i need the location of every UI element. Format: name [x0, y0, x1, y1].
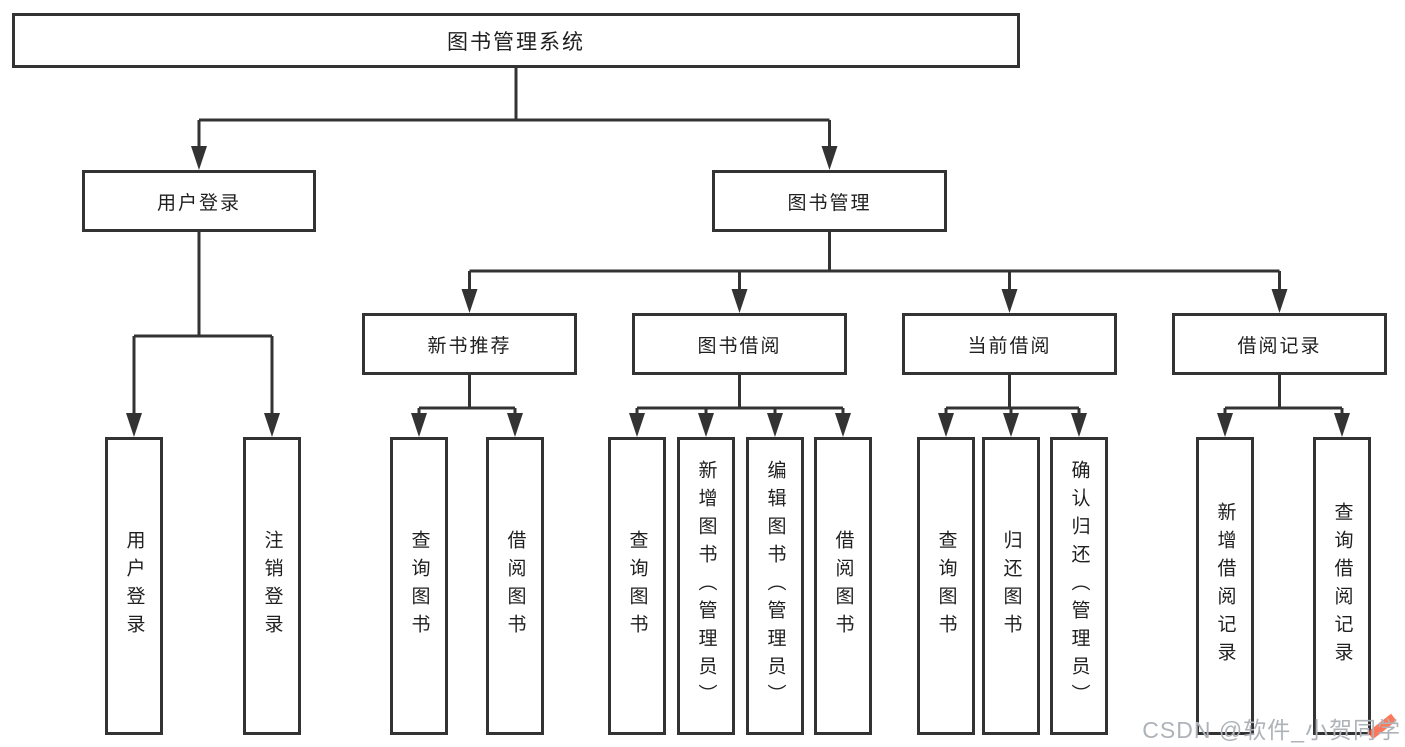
leaf-borrow-books-recommendation: 借阅图书: [486, 437, 544, 735]
arrowhead: [1334, 413, 1350, 437]
node-label: 用户登录: [123, 530, 145, 642]
node-label: 编辑图书（管理员）: [764, 460, 786, 712]
leaf-borrow-books-borrowing: 借阅图书: [814, 437, 872, 735]
node-borrowing-records: 借阅记录: [1172, 313, 1387, 375]
connector-root-to-level2: [191, 68, 838, 170]
node-new-book-recommendation: 新书推荐: [362, 313, 577, 375]
node-label: 借阅记录: [1237, 335, 1322, 357]
leaf-return-book: 归还图书: [982, 437, 1040, 735]
connector-current-borrow-children: [938, 375, 1087, 437]
arrowhead: [731, 289, 748, 313]
arrowhead: [411, 413, 427, 437]
node-label: 查询图书: [408, 530, 430, 642]
leaf-query-books-recommendation: 查询图书: [390, 437, 448, 735]
node-label: 图书管理: [787, 192, 872, 214]
arrowhead: [1001, 289, 1018, 313]
arrowhead: [461, 289, 478, 313]
arrowhead: [507, 413, 523, 437]
node-current-borrowing: 当前借阅: [902, 313, 1117, 375]
csdn-watermark: CSDN @软件_小贺同学: [1142, 717, 1401, 743]
node-label: 新增借阅记录: [1214, 502, 1236, 670]
leaf-query-borrow-record: 查询借阅记录: [1313, 437, 1371, 735]
arrowhead: [767, 413, 783, 437]
node-label: 用户登录: [156, 192, 241, 214]
connector-user-login-children: [126, 232, 280, 437]
node-label: 注销登录: [261, 530, 283, 642]
arrowhead: [191, 146, 207, 170]
arrowhead: [1071, 413, 1087, 437]
node-label: 确认归还（管理员）: [1068, 460, 1090, 712]
leaf-query-books-borrowing: 查询图书: [608, 437, 666, 735]
arrowhead: [126, 413, 142, 437]
node-label: 新增图书（管理员）: [695, 460, 717, 712]
node-label: 查询图书: [935, 530, 957, 642]
node-user-login: 用户登录: [82, 170, 316, 232]
arrowhead: [264, 413, 280, 437]
arrowhead: [629, 413, 645, 437]
leaf-confirm-return-admin: 确认归还（管理员）: [1050, 437, 1108, 735]
leaf-user-login: 用户登录: [105, 437, 163, 735]
node-label: 查询借阅记录: [1331, 502, 1353, 670]
node-book-borrowing: 图书借阅: [632, 313, 847, 375]
node-label: 新书推荐: [427, 335, 512, 357]
arrowhead: [1271, 289, 1288, 313]
connector-book-management-children: [461, 232, 1288, 313]
arrowhead: [698, 413, 714, 437]
node-label: 借阅图书: [504, 530, 526, 642]
arrowhead: [938, 413, 954, 437]
node-book-management: 图书管理: [712, 170, 947, 232]
connector-borrow-records-children: [1217, 375, 1350, 437]
node-label: 图书管理系统: [447, 30, 585, 54]
node-label: 查询图书: [626, 530, 648, 642]
arrowhead: [835, 413, 851, 437]
node-label: 当前借阅: [967, 335, 1052, 357]
connector-new-book-rec-children: [411, 375, 523, 437]
connector-book-borrow-children: [629, 375, 851, 437]
node-library-management-system: 图书管理系统: [12, 13, 1020, 68]
leaf-edit-book-admin: 编辑图书（管理员）: [746, 437, 804, 735]
leaf-logout: 注销登录: [243, 437, 301, 735]
leaf-add-borrow-record: 新增借阅记录: [1196, 437, 1254, 735]
node-label: 借阅图书: [832, 530, 854, 642]
arrowhead: [1217, 413, 1233, 437]
node-label: 图书借阅: [697, 335, 782, 357]
arrowhead: [1003, 413, 1019, 437]
leaf-query-books-current: 查询图书: [917, 437, 975, 735]
leaf-add-book-admin: 新增图书（管理员）: [677, 437, 735, 735]
arrowhead: [821, 146, 838, 170]
node-label: 归还图书: [1000, 530, 1022, 642]
